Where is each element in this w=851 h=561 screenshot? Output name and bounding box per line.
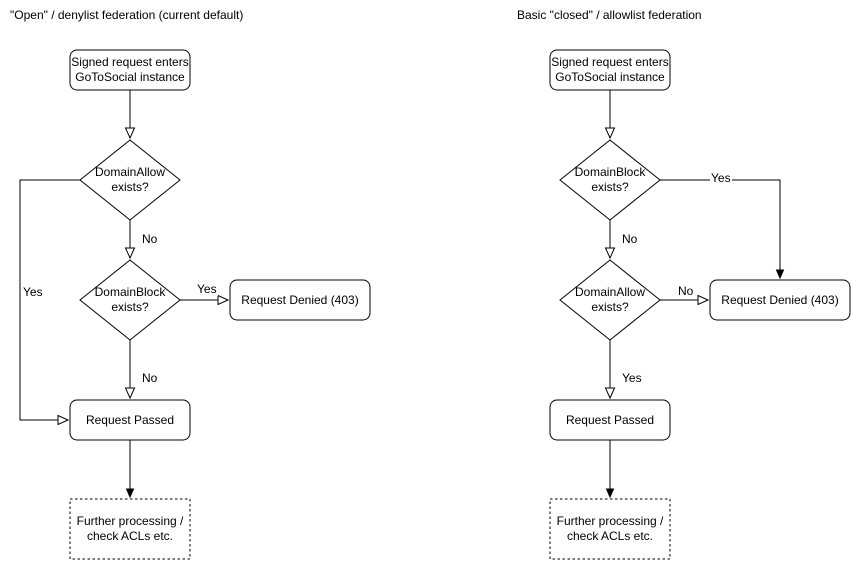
edge-label-decision1-yes-left: Yes bbox=[22, 285, 44, 299]
edge-label-decision2-no-left: No bbox=[141, 371, 159, 385]
decision-domainallow-label-right: DomainAllow exists? bbox=[574, 285, 646, 314]
further-processing-box-left bbox=[69, 498, 191, 560]
further-processing-box-right bbox=[549, 498, 671, 560]
edge-decision1-yes-to-denied-right bbox=[660, 179, 785, 280]
start-box-label-right: Signed request enters GoToSocial instanc… bbox=[551, 55, 669, 84]
edge-label-decision2-yes-left: Yes bbox=[196, 282, 218, 296]
right-chart-title: Basic "closed" / allowlist federation bbox=[517, 8, 702, 22]
edge-label-decision1-no-left: No bbox=[141, 232, 159, 246]
request-passed-label-right: Request Passed bbox=[565, 412, 655, 427]
request-denied-label-right: Request Denied (403) bbox=[721, 292, 839, 307]
decision-domainallow-label-left: DomainAllow exists? bbox=[94, 165, 166, 194]
start-box-label-left: Signed request enters GoToSocial instanc… bbox=[71, 55, 189, 84]
further-processing-label-right: Further processing / check ACLs etc. bbox=[556, 514, 664, 543]
request-denied-box-right bbox=[709, 279, 851, 321]
edge-label-decision1-no-right: No bbox=[621, 232, 639, 246]
decision-domainblock-label-left: DomainBlock exists? bbox=[94, 285, 166, 314]
further-processing-label-left: Further processing / check ACLs etc. bbox=[76, 514, 184, 543]
edge-decision1-yes-to-passed-left bbox=[19, 179, 80, 426]
request-passed-label-left: Request Passed bbox=[85, 412, 175, 427]
request-denied-box-left bbox=[229, 279, 371, 321]
decision-domainblock-label-right: DomainBlock exists? bbox=[574, 165, 646, 194]
left-chart-title: "Open" / denylist federation (current de… bbox=[10, 8, 244, 22]
edge-label-decision1-yes-right: Yes bbox=[710, 171, 732, 185]
edge-label-decision2-yes-right: Yes bbox=[621, 371, 643, 385]
request-denied-label-left: Request Denied (403) bbox=[241, 292, 359, 307]
edge-label-decision2-no-right: No bbox=[677, 284, 695, 298]
